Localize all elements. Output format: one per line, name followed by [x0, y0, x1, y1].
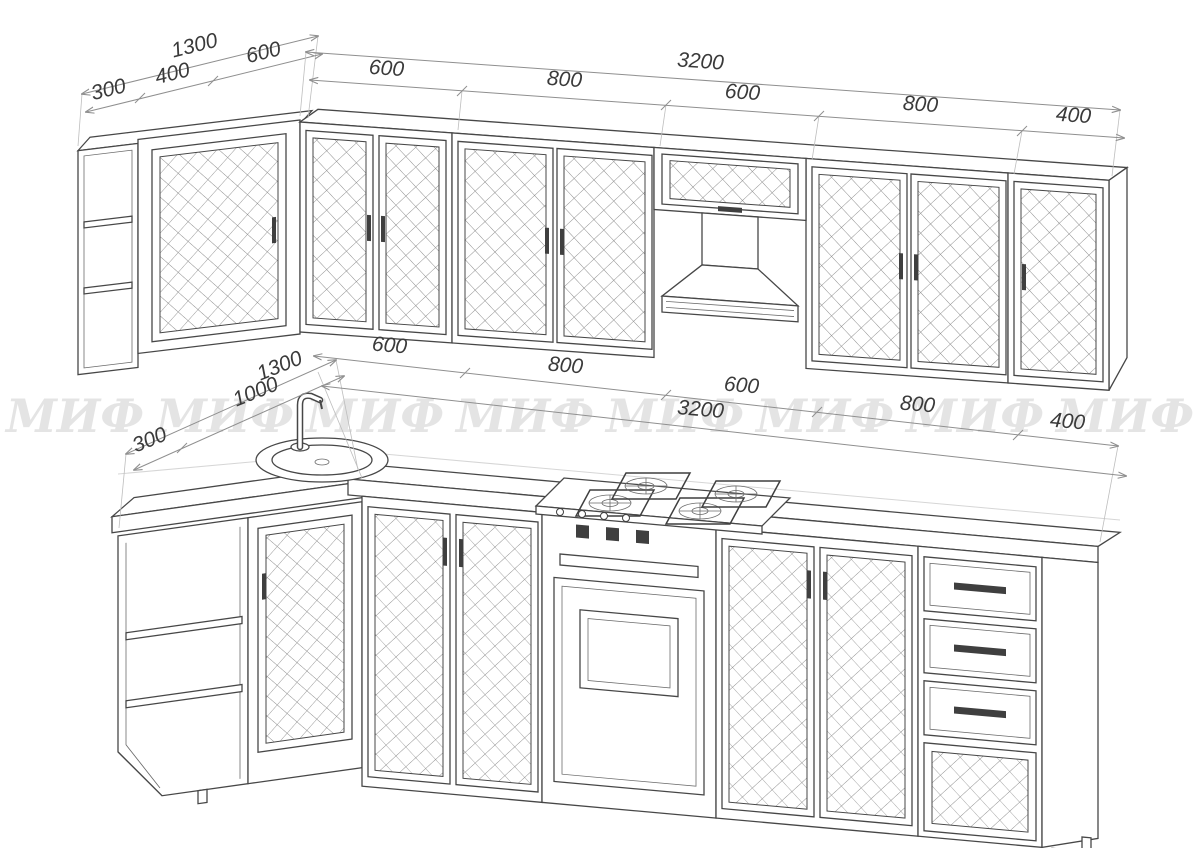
door-handle [914, 254, 918, 281]
dim-lower-run-total: 3200 [676, 396, 725, 423]
lattice-door [462, 521, 532, 785]
cooktop-knob [600, 512, 608, 520]
hood-unit [653, 146, 807, 323]
door-handle [367, 214, 371, 242]
cooktop-knob [578, 510, 586, 518]
hood-vent [661, 295, 799, 323]
drawer-handle [954, 644, 1006, 657]
dim-upper-run-seg: 600 [368, 56, 405, 81]
dim-upper-run-seg: 800 [546, 67, 583, 92]
lattice-door [728, 545, 808, 810]
door-handle [1022, 263, 1026, 291]
door-handle [459, 538, 463, 568]
dim-lower-run-seg: 600 [723, 373, 760, 399]
door-handle [807, 570, 811, 599]
upper-run-right-side [1108, 166, 1128, 391]
cabinet-leg [1081, 836, 1092, 848]
watermark-text: МИФ [754, 389, 894, 443]
run-right-end-panel [1041, 556, 1099, 848]
cooktop-front-edge [535, 505, 763, 535]
dim-upper-run-total: 3200 [676, 48, 725, 74]
dim-line-upper-left-segments [86, 54, 322, 112]
dim-line-lower-run-total [322, 386, 1126, 476]
door-handle [899, 253, 903, 280]
corner-wall-door-lattice [159, 142, 279, 334]
upper-cabinets-run [298, 108, 1129, 391]
cooktop-knob [622, 514, 630, 522]
drawer-handle [954, 582, 1006, 595]
base-shelf [125, 615, 243, 641]
door-handle [262, 573, 266, 600]
lattice-door [464, 148, 547, 336]
dimensions: 1300 300 400 600 3200 600 800 600 800 40… [77, 29, 1126, 543]
watermark-text: МИФ [454, 389, 594, 443]
door-handle [272, 216, 276, 244]
hood-door-handle [718, 206, 742, 213]
drawer-handle [954, 706, 1006, 719]
lattice-door [826, 554, 906, 819]
hood-chimney [701, 212, 759, 270]
lattice-door [917, 180, 1000, 368]
cooktop-knob [556, 508, 564, 516]
watermark-text: МИФ [4, 389, 144, 443]
wall-shelf [83, 215, 133, 229]
sink-door-lattice [265, 523, 345, 744]
lattice-door [1020, 188, 1097, 375]
wall-shelf [83, 281, 133, 295]
lattice-door [931, 750, 1029, 833]
hood-door-lattice [669, 160, 791, 208]
dim-upper-run-seg: 800 [902, 92, 939, 117]
lattice-door [374, 513, 444, 778]
lattice-door [312, 137, 367, 323]
base-shelf [125, 683, 243, 709]
dim-line-lower-left-segments [134, 376, 344, 470]
cabinet-leg [197, 788, 208, 805]
dim-lower-run-seg: 800 [547, 353, 584, 379]
upper-left-cabinets [76, 109, 314, 376]
oven-unit [541, 511, 717, 819]
oven-knob [606, 527, 619, 542]
door-handle [545, 227, 549, 254]
dim-lower-run-seg: 400 [1049, 409, 1086, 435]
dim-lower-run-seg: 800 [899, 392, 936, 418]
dim-line-upper-run-segments [310, 80, 1124, 138]
oven-window [579, 609, 679, 698]
oven-knob [636, 529, 649, 545]
lower-left-cabinets [110, 461, 386, 805]
door-handle [443, 537, 447, 566]
door-handle [823, 571, 827, 601]
oven-handle [559, 553, 699, 579]
dim-upper-run-seg: 600 [724, 80, 761, 105]
lattice-door [818, 173, 901, 361]
lattice-door [563, 155, 646, 343]
open-shelf-wall-unit [77, 142, 139, 376]
open-shelf-inner [83, 149, 133, 369]
dim-upper-run-seg: 400 [1055, 103, 1092, 128]
sink-bowl [271, 444, 373, 476]
dim-lower-run-seg: 600 [371, 333, 408, 359]
door-handle [560, 228, 564, 256]
drawer-unit-400 [917, 545, 1043, 848]
lattice-door [385, 142, 440, 328]
oven-knob [576, 524, 589, 539]
gas-cooktop [534, 472, 792, 535]
door-handle [381, 215, 385, 243]
